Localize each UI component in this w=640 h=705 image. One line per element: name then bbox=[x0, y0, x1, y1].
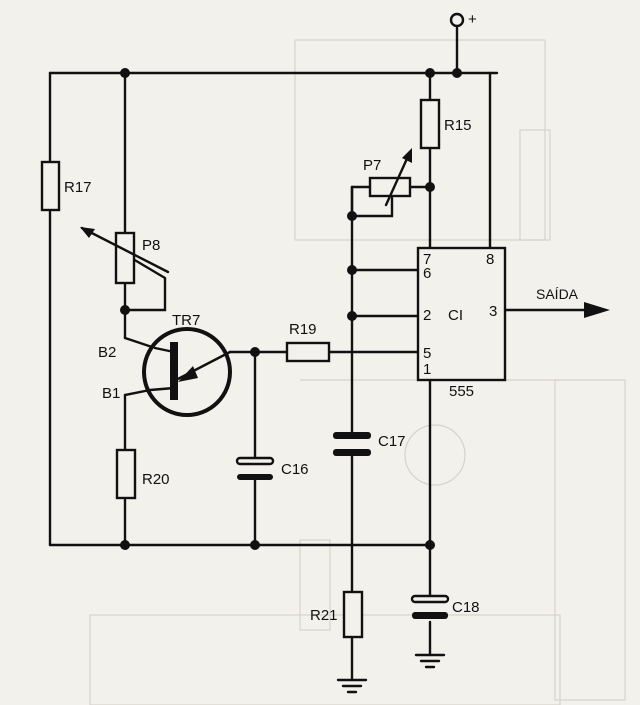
resistor-r17: R17 bbox=[40, 160, 92, 212]
supply-terminal: + bbox=[449, 11, 477, 28]
ground-symbol-r21 bbox=[336, 678, 368, 694]
c16-label: C16 bbox=[281, 461, 309, 478]
resistor-r15: R15 bbox=[419, 98, 472, 150]
resistor-r19: R19 bbox=[285, 321, 331, 363]
ic-555: 7 8 6 2 CI 3 5 1 555 bbox=[416, 246, 507, 400]
output-label: SAÍDA bbox=[536, 286, 579, 302]
r17-label: R17 bbox=[64, 179, 92, 196]
c17-label: C17 bbox=[378, 433, 406, 450]
pin1-label: 1 bbox=[423, 361, 431, 378]
ic-type-label: 555 bbox=[449, 383, 474, 400]
ground-symbol-c18 bbox=[414, 653, 446, 669]
capacitor-c18: C18 bbox=[410, 594, 480, 619]
output-arrow: SAÍDA bbox=[536, 286, 610, 318]
pin3-label: 3 bbox=[489, 303, 497, 320]
tr7-label: TR7 bbox=[172, 312, 200, 329]
pin2-label: 2 bbox=[423, 307, 431, 324]
c18-label: C18 bbox=[452, 599, 480, 616]
pin8-label: 8 bbox=[486, 251, 494, 268]
capacitor-c16: C16 bbox=[235, 456, 309, 480]
p7-label: P7 bbox=[363, 157, 381, 174]
resistor-r21: R21 bbox=[310, 590, 364, 639]
r21-label: R21 bbox=[310, 607, 338, 624]
b1-label: B1 bbox=[102, 385, 120, 402]
r15-label: R15 bbox=[444, 117, 472, 134]
transistor-tr7: TR7 B2 B1 bbox=[98, 312, 232, 417]
ic-name-label: CI bbox=[448, 307, 463, 324]
pin7-label: 7 bbox=[423, 251, 431, 268]
capacitor-c17: C17 bbox=[333, 432, 406, 456]
bleed-through-background bbox=[89, 39, 626, 705]
p8-label: P8 bbox=[142, 237, 160, 254]
potentiometer-p7: P7 bbox=[363, 148, 412, 207]
potentiometer-p8: P8 bbox=[80, 226, 170, 285]
resistor-r20: R20 bbox=[115, 448, 170, 500]
b2-label: B2 bbox=[98, 344, 116, 361]
r20-label: R20 bbox=[142, 471, 170, 488]
pin6-label: 6 bbox=[423, 265, 431, 282]
junction-dots bbox=[120, 68, 462, 550]
supply-label: + bbox=[468, 11, 477, 28]
wires bbox=[48, 26, 592, 682]
r19-label: R19 bbox=[289, 321, 317, 338]
pin5-label: 5 bbox=[423, 345, 431, 362]
